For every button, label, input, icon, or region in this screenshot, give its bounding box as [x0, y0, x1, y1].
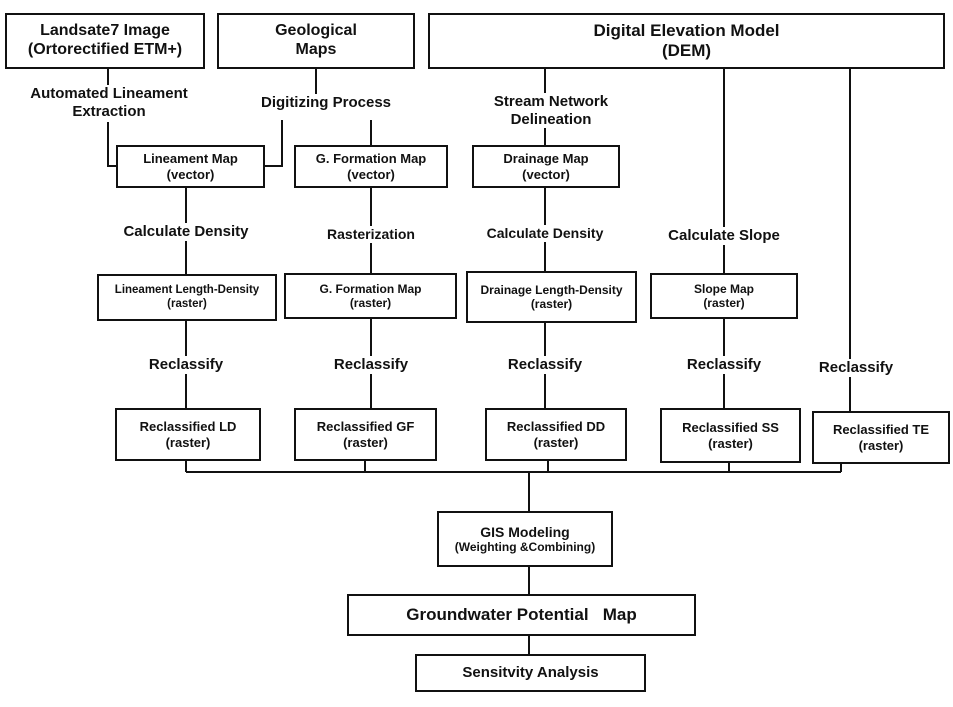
landsat-image-box: Landsate7 Image (Ortorectified ETM+) [5, 13, 205, 69]
reclassified-ld-box: Reclassified LD (raster) [115, 408, 261, 461]
digitizing-process-label: Digitizing Process [246, 94, 406, 112]
landsat-title: Landsate7 Image [40, 22, 170, 40]
geological-title: Geological [275, 22, 357, 40]
formation-map-raster-box: G. Formation Map (raster) [284, 273, 457, 319]
lineament-map-vector-box: Lineament Map (vector) [116, 145, 265, 188]
calculate-density-lineament-label: Calculate Density [106, 223, 266, 241]
dem-title: Digital Elevation Model [593, 20, 780, 40]
sensitivity-analysis-box: Sensitvity Analysis [415, 654, 646, 692]
calculate-slope-label: Calculate Slope [660, 227, 788, 245]
slope-map-raster-box: Slope Map (raster) [650, 273, 798, 319]
automated-extraction-label: Automated Lineament Extraction [10, 85, 208, 121]
groundwater-potential-map-box: Groundwater Potential Map [347, 594, 696, 636]
drainage-map-vector-box: Drainage Map (vector) [472, 145, 620, 188]
reclassify-dd-label: Reclassify [495, 356, 595, 374]
reclassified-dd-box: Reclassified DD (raster) [485, 408, 627, 461]
reclassify-te-label: Reclassify [806, 359, 906, 377]
dem-box: Digital Elevation Model (DEM) [428, 13, 945, 69]
geological-subtitle: Maps [295, 41, 337, 58]
reclassify-ld-label: Reclassify [136, 356, 236, 374]
dem-subtitle: (DEM) [661, 41, 712, 60]
landsat-subtitle: (Ortorectified ETM+) [27, 41, 183, 58]
gis-modeling-box: GIS Modeling (Weighting &Combining) [437, 511, 613, 567]
rasterization-label: Rasterization [311, 226, 431, 243]
reclassified-gf-box: Reclassified GF (raster) [294, 408, 437, 461]
formation-map-vector-box: G. Formation Map (vector) [294, 145, 448, 188]
reclassify-ss-label: Reclassify [674, 356, 774, 374]
calculate-density-drainage-label: Calculate Density [474, 225, 616, 242]
geological-maps-box: Geological Maps [217, 13, 415, 69]
reclassified-te-box: Reclassified TE (raster) [812, 411, 950, 464]
drainage-density-raster-box: Drainage Length-Density (raster) [466, 271, 637, 323]
lineament-density-raster-box: Lineament Length-Density (raster) [97, 274, 277, 321]
reclassified-ss-box: Reclassified SS (raster) [660, 408, 801, 463]
reclassify-gf-label: Reclassify [321, 356, 421, 374]
stream-network-label: Stream Network Delineation [476, 93, 626, 129]
